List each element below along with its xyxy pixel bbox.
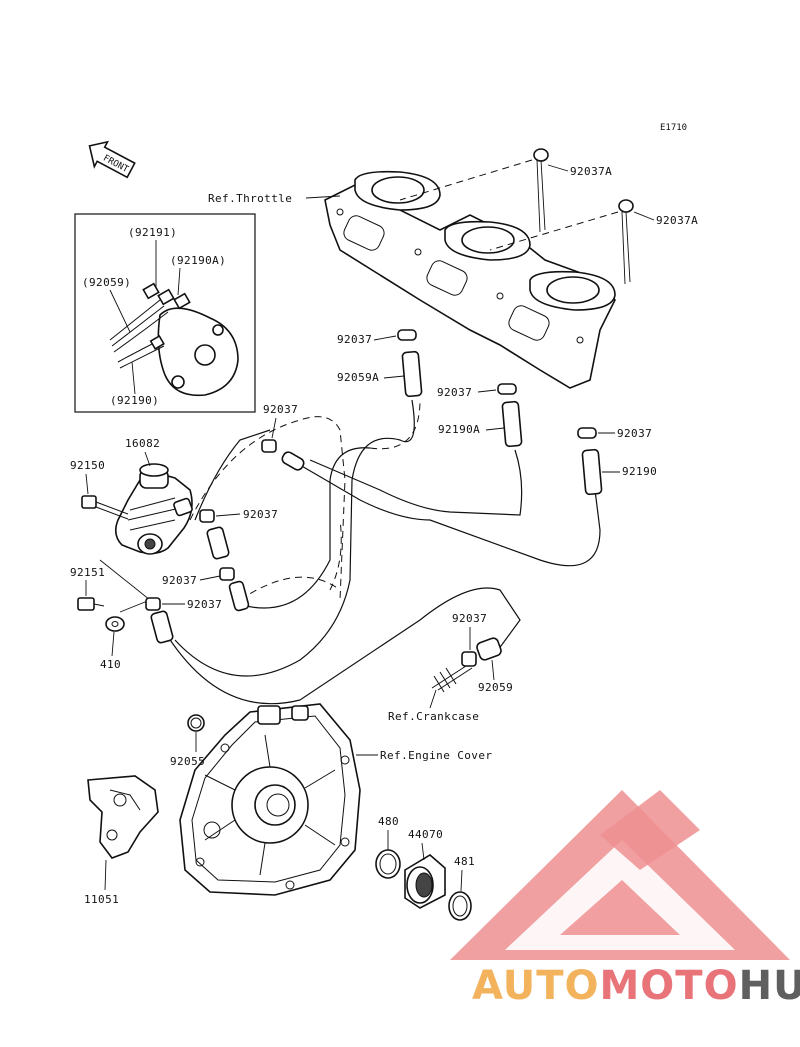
label-92037-a: 92037 (337, 333, 372, 346)
engine-cover (179, 703, 361, 896)
label-92190: 92190 (622, 465, 657, 478)
label-92037-c: 92037 (617, 427, 652, 440)
watermark-text-auto: AUTO (472, 963, 600, 1009)
label-480: 480 (378, 815, 399, 828)
ref-throttle-label: Ref.Throttle (208, 192, 292, 205)
label-410: 410 (100, 658, 121, 671)
label-92037-g: 92037 (187, 598, 222, 611)
watermark-logo: AUTOMOTOHUB (450, 790, 800, 1009)
circlip-481 (448, 891, 472, 921)
label-92150: 92150 (70, 459, 105, 472)
inset-label-92191: (92191) (128, 226, 177, 239)
inset-pump-detail (109, 282, 239, 397)
fitting-92190A (497, 383, 523, 448)
label-92037-h: 92037 (452, 612, 487, 625)
svg-text:AUTOMOTOHUB: AUTOMOTOHUB (472, 963, 800, 1009)
circlip-480 (375, 849, 401, 879)
bracket-11051 (87, 775, 159, 859)
label-11051: 11051 (84, 893, 119, 906)
label-44070: 44070 (408, 828, 443, 841)
washer-410 (105, 616, 125, 632)
throttle-flange-3 (529, 270, 616, 311)
fitting-92059 (431, 637, 502, 693)
clamp-92037A-lower (618, 199, 634, 285)
inset-label-92059: (92059) (82, 276, 131, 289)
ref-crankcase-label: Ref.Crankcase (388, 710, 479, 723)
label-92190A: 92190A (438, 423, 480, 436)
inset-detail-box: (92191) (92190A) (92059) (92190) (74, 213, 256, 413)
fitting-92059A (401, 350, 423, 398)
diagram-code: E1710 (660, 123, 687, 133)
label-92037A-1: 92037A (570, 165, 612, 178)
bolt-92150 (81, 495, 129, 520)
label-92037-d: 92037 (263, 403, 298, 416)
label-92037-f: 92037 (162, 574, 197, 587)
intake-manifold (324, 170, 616, 389)
clamp-92037A-upper (533, 148, 549, 233)
inset-label-92190A: (92190A) (170, 254, 226, 267)
label-16082: 16082 (125, 437, 160, 450)
label-92151: 92151 (70, 566, 105, 579)
bearing-44070 (404, 854, 446, 909)
front-arrow-icon: FRONT (88, 140, 136, 179)
label-92059A: 92059A (337, 371, 379, 384)
label-92037A-2: 92037A (656, 214, 698, 227)
oil-pump-16082 (114, 463, 193, 555)
watermark-text-moto: MOTO (600, 963, 739, 1009)
label-92037-b: 92037 (437, 386, 472, 399)
watermark-text-hub: HUB (739, 963, 800, 1009)
label-92037-e: 92037 (243, 508, 278, 521)
ref-engine-cover-label: Ref.Engine Cover (380, 749, 492, 762)
label-92059: 92059 (478, 681, 513, 694)
clamp-92037-e (199, 509, 230, 560)
fitting-92190 (577, 427, 603, 496)
clamp-92037-d (261, 439, 305, 471)
clamp-92037-f (219, 567, 250, 612)
clamp-92037-92059A (397, 329, 417, 341)
bolt-92151 (77, 597, 105, 611)
o-ring-92055 (187, 714, 205, 732)
label-481: 481 (454, 855, 475, 868)
clamp-92037-g (145, 597, 174, 644)
inset-label-92190: (92190) (110, 394, 159, 407)
oil-hose-routing (164, 399, 601, 705)
label-92055: 92055 (170, 755, 205, 768)
